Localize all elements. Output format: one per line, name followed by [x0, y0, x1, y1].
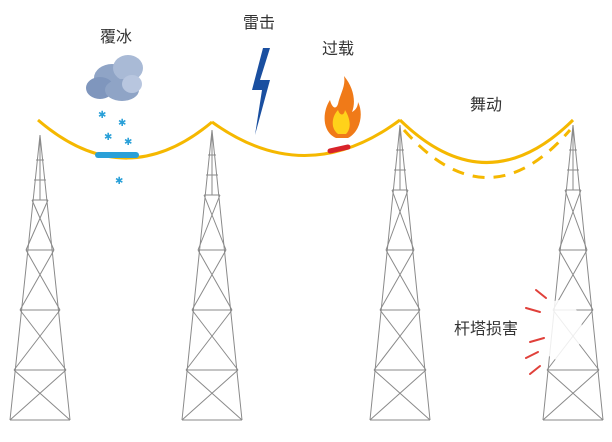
svg-text:✱: ✱ — [98, 110, 106, 121]
transmission-tower-2 — [181, 129, 243, 421]
damage-glow — [538, 300, 582, 360]
galloping-dashed-conductor — [402, 129, 572, 179]
conductor-span-2 — [211, 118, 401, 157]
impact-burst-icon — [525, 289, 547, 375]
lightning-bolt-icon — [252, 48, 270, 135]
transmission-tower-1 — [9, 134, 71, 421]
svg-text:✱: ✱ — [115, 176, 123, 187]
overload-label: 过载 — [322, 39, 354, 58]
svg-text:✱: ✱ — [118, 118, 126, 129]
svg-text:✱: ✱ — [104, 132, 112, 143]
svg-text:✱: ✱ — [124, 137, 132, 148]
tower-damage-label: 杆塔损害 — [454, 319, 518, 338]
transmission-tower-4-damaged — [542, 124, 604, 421]
lightning-label: 雷击 — [243, 13, 275, 32]
icing-label: 覆冰 — [100, 27, 132, 46]
cloud-icon — [86, 55, 143, 101]
conductor-span-3 — [398, 118, 575, 164]
transmission-tower-3 — [369, 124, 431, 421]
flame-icon — [324, 76, 361, 138]
galloping-label: 舞动 — [470, 95, 502, 114]
overload-segment — [327, 144, 351, 154]
snowflake-icon: ✱ ✱ ✱ ✱ ✱ — [98, 110, 132, 187]
